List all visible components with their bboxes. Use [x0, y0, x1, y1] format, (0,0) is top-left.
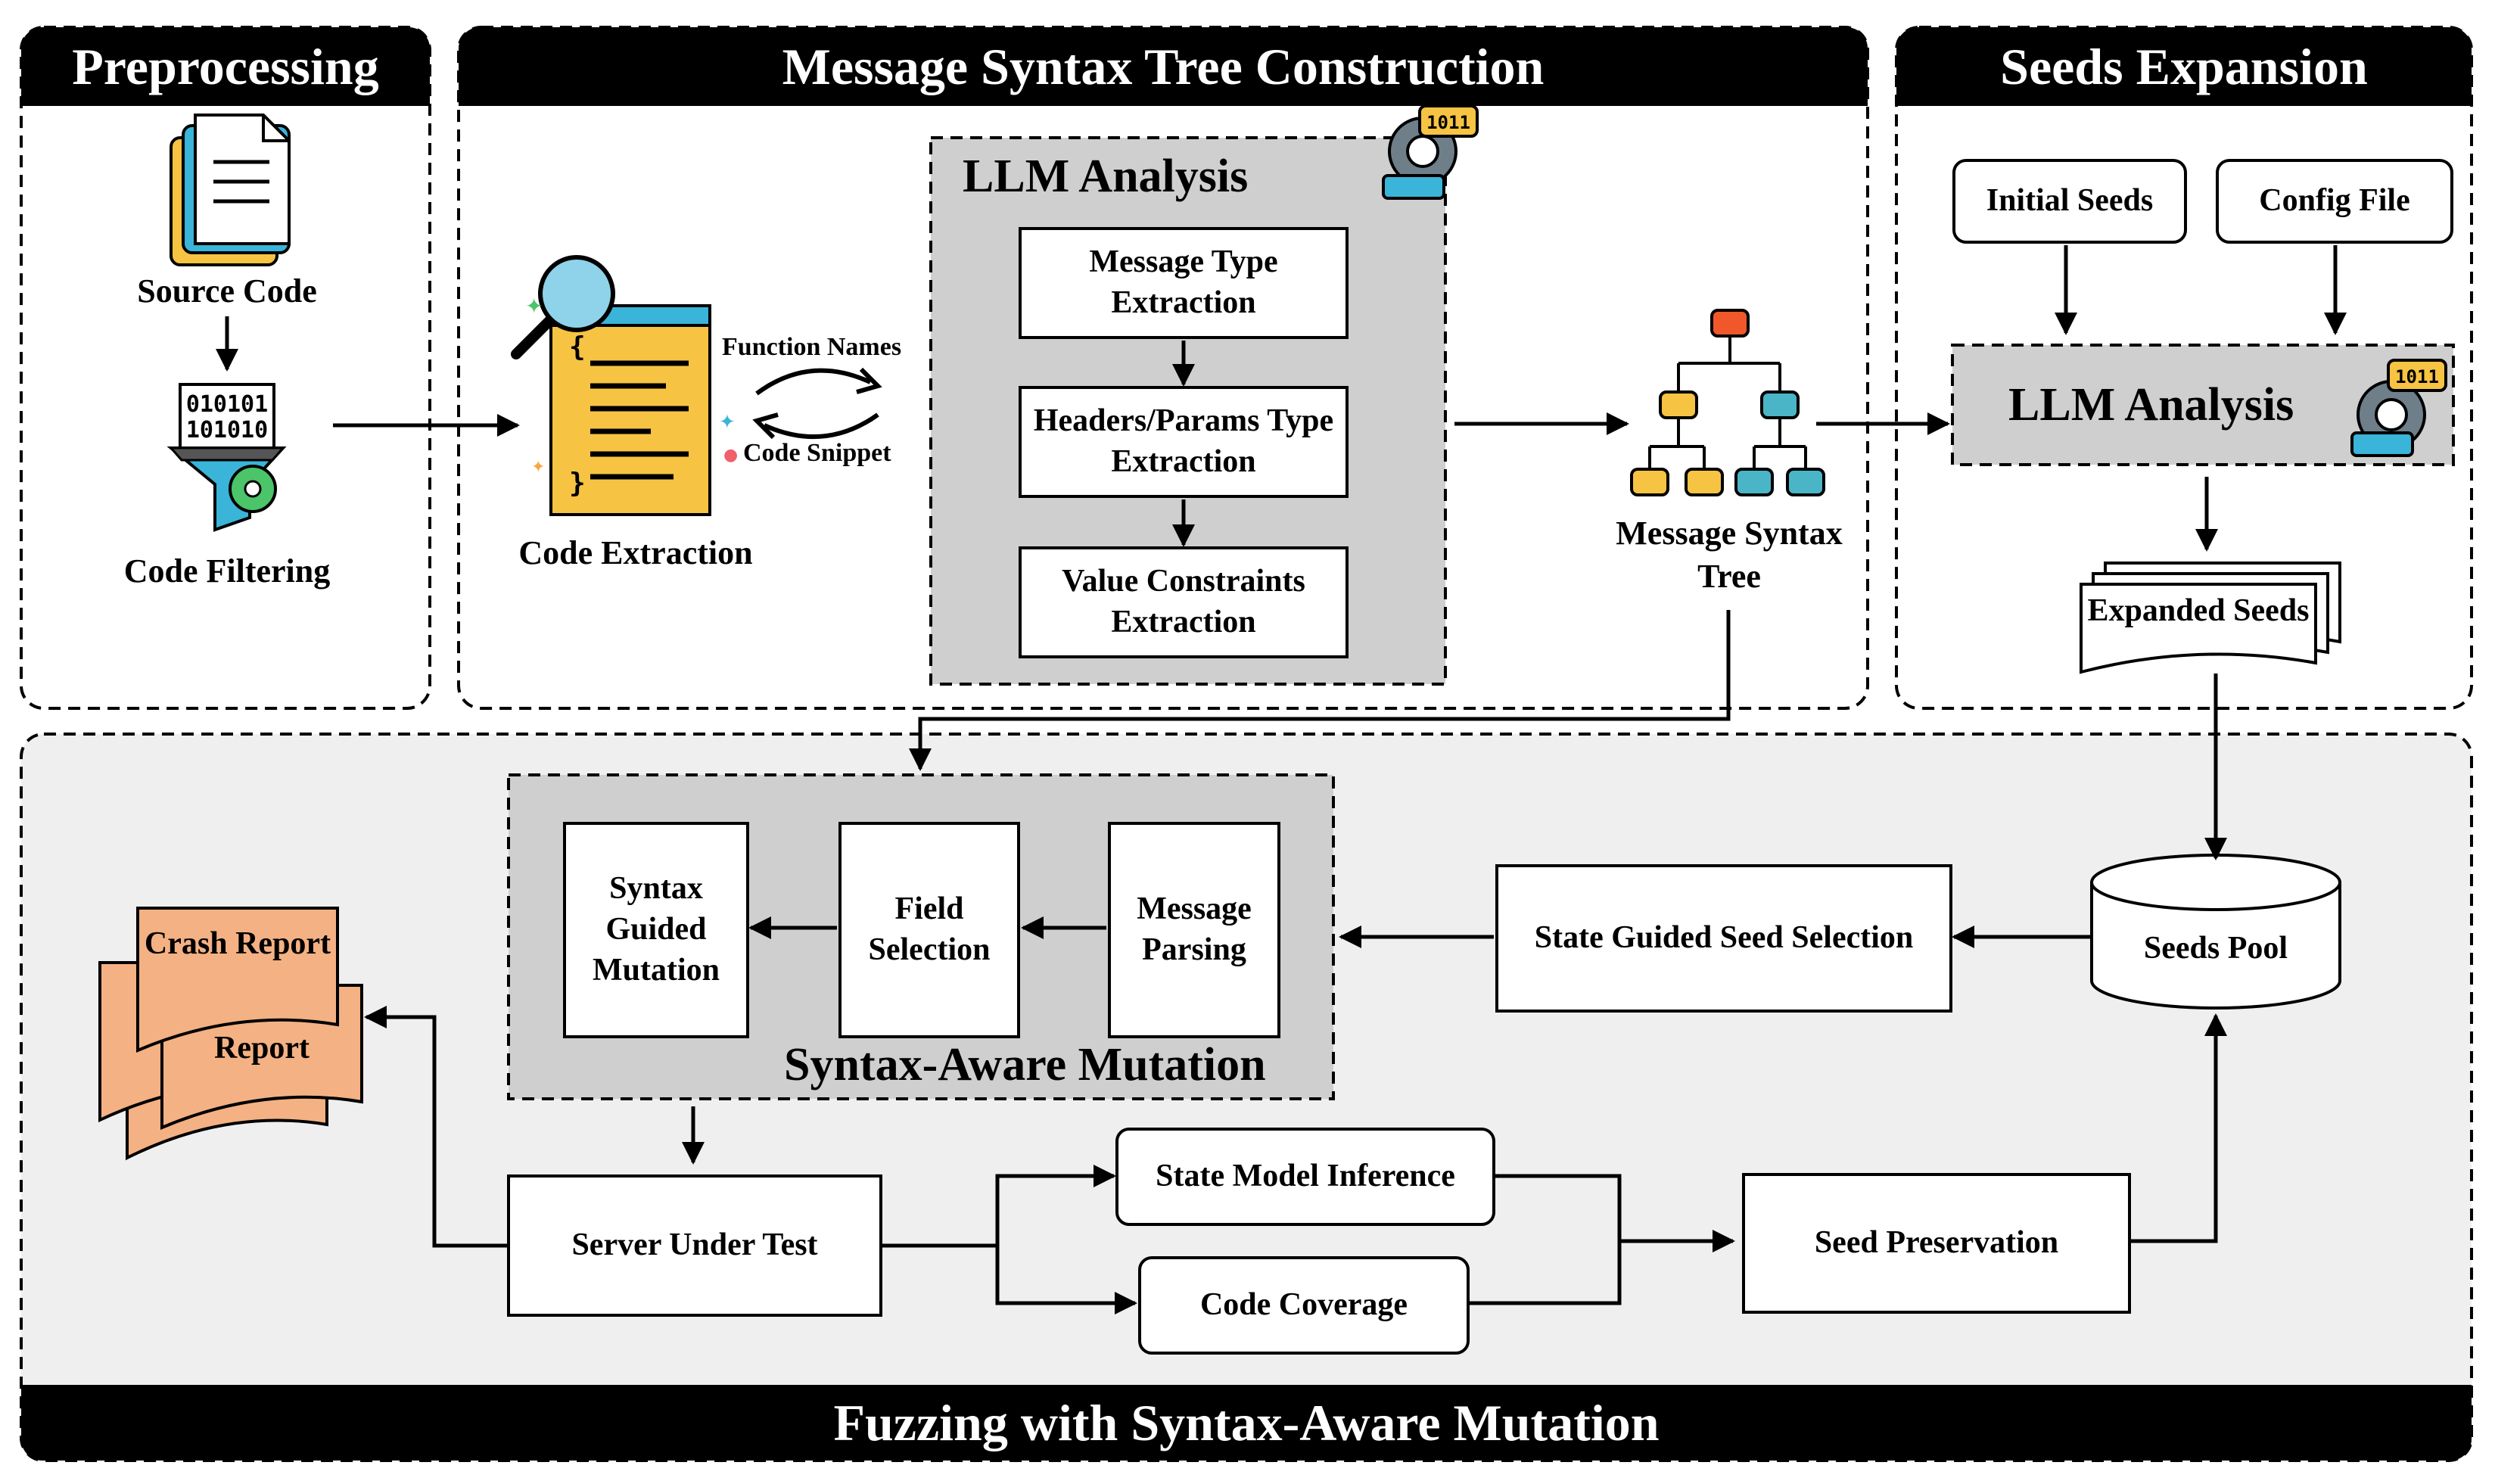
syntax-guided-mutation-box: Syntax Guided Mutation [563, 822, 749, 1038]
function-names-label: Function Names [722, 333, 902, 361]
arrow-server-to-crash [364, 1006, 507, 1248]
line-coverage-to-preservation [1468, 1241, 1622, 1305]
state-model-inference-box: State Model Inference [1115, 1128, 1495, 1226]
binary-funnel-gear-icon: 010101 101010 [166, 383, 287, 532]
syntax-aware-mutation-title: Syntax-Aware Mutation [784, 1039, 1266, 1090]
seed-preservation-box: Seed Preservation [1742, 1173, 2131, 1314]
svg-text:010101: 010101 [186, 391, 268, 418]
arrow-tree-to-mutation [909, 610, 1731, 771]
arrow-server-to-state [881, 1165, 1116, 1248]
seeds-pool-cylinder [2090, 854, 2341, 1010]
crash-report-stack [98, 907, 363, 1161]
llm-analysis-title: LLM Analysis [963, 151, 1249, 202]
crash-report-label: Crash Report [144, 926, 331, 961]
magnifier-code-file-icon: { } ✦ ✦ ✦ [511, 255, 736, 516]
headers-params-extraction-box: Headers/Params Type Extraction [1019, 386, 1349, 498]
binary-gear-icon-seeds: 1011 [2350, 359, 2447, 457]
config-file-box: Config File [2216, 159, 2453, 244]
source-code-label: Source Code [137, 272, 317, 310]
preprocessing-header: Preprocessing [21, 27, 430, 106]
arrow-state-to-preservation [1495, 1174, 1735, 1252]
seeds-expansion-header: Seeds Expansion [1896, 27, 2472, 106]
svg-text:1011: 1011 [2395, 366, 2439, 387]
field-selection-box: Field Selection [838, 822, 1020, 1038]
code-filtering-label: Code Filtering [123, 552, 331, 590]
initial-seeds-box: Initial Seeds [1952, 159, 2187, 244]
crash-report-back-label: Report [214, 1031, 310, 1066]
svg-text:●: ● [723, 446, 738, 465]
code-snippet-label: Code Snippet [743, 439, 891, 467]
seeds-pool-label: Seeds Pool [2143, 931, 2288, 966]
cycle-arrows-icon: ● [723, 367, 882, 465]
fuzzing-footer: Fuzzing with Syntax-Aware Mutation [21, 1385, 2472, 1461]
message-parsing-box: Message Parsing [1108, 822, 1280, 1038]
svg-text:✦: ✦ [719, 411, 736, 434]
svg-text:101010: 101010 [186, 417, 268, 443]
svg-text:}: } [569, 468, 586, 499]
svg-text:✦: ✦ [525, 294, 543, 319]
value-constraints-extraction-box: Value Constraints Extraction [1019, 546, 1349, 658]
document-stack-icon [170, 114, 291, 266]
tree-hierarchy-icon [1630, 309, 1825, 496]
code-coverage-box: Code Coverage [1138, 1256, 1470, 1355]
svg-text:✦: ✦ [531, 458, 545, 477]
code-extraction-label: Code Extraction [518, 534, 753, 571]
message-type-extraction-box: Message Type Extraction [1019, 227, 1349, 339]
server-under-test-box: Server Under Test [507, 1174, 882, 1317]
expanded-seeds-label: Expanded Seeds [2087, 593, 2310, 628]
tree-construction-header: Message Syntax Tree Construction [459, 27, 1868, 106]
seeds-llm-analysis-title: LLM Analysis [2008, 379, 2294, 431]
message-syntax-tree-label: Message Syntax Tree [1616, 515, 1843, 596]
expanded-seeds-stack [2080, 562, 2341, 674]
svg-text:1011: 1011 [1426, 112, 1470, 133]
binary-gear-icon: 1011 [1382, 104, 1479, 200]
state-guided-seed-selection-box: State Guided Seed Selection [1495, 864, 1952, 1013]
arrow-server-to-coverage [995, 1246, 1137, 1314]
svg-text:{: { [569, 331, 586, 362]
arrow-preservation-to-pool [2129, 1013, 2227, 1243]
